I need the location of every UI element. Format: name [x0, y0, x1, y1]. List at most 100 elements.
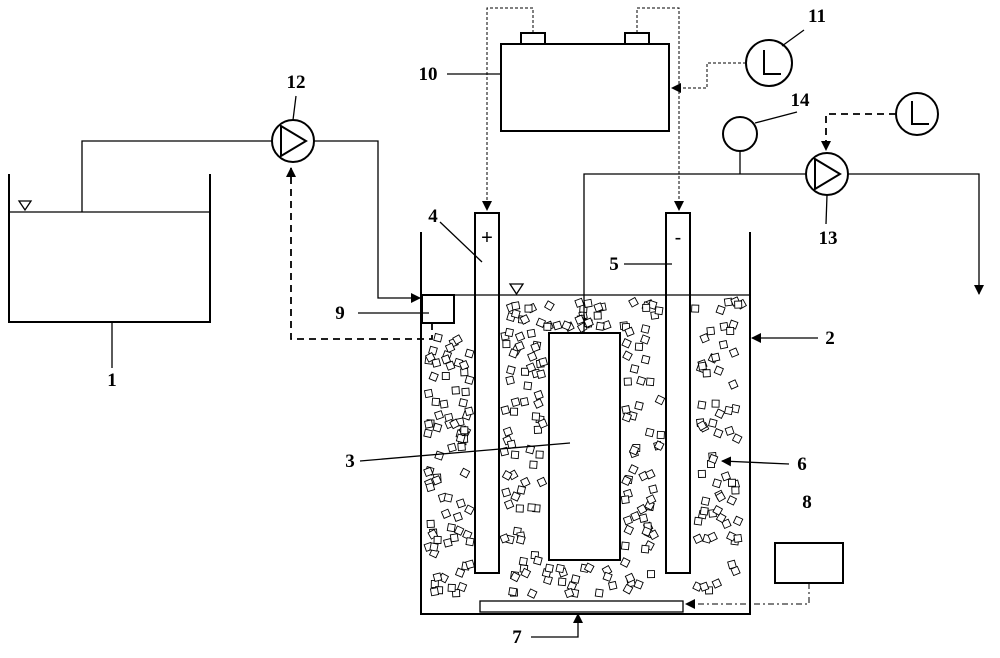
clock-icon [911, 101, 929, 125]
packing-particle [423, 388, 434, 399]
packing-particle [620, 495, 630, 505]
packing-particle [697, 400, 707, 410]
packing-particle [533, 398, 544, 409]
packing-particle [619, 557, 631, 568]
packing-particle [622, 515, 633, 526]
packing-particle [455, 498, 466, 509]
packing-particle [712, 505, 724, 516]
timer-13-signal [821, 113, 896, 151]
packing-particle [510, 397, 521, 407]
timer-pump-13 [895, 92, 939, 136]
packing-particle [434, 450, 445, 461]
packing-particle [646, 570, 656, 579]
controller-8-signal [685, 583, 810, 609]
packing-particle [516, 485, 527, 495]
packing-particle [642, 303, 651, 312]
packing-particle [530, 342, 541, 353]
packing-particle [526, 328, 536, 338]
packing-particle [511, 301, 521, 311]
packing-particle [423, 428, 433, 439]
label-13: 13 [819, 228, 838, 249]
packing-particle [508, 587, 518, 597]
packing-particle [425, 482, 436, 493]
packing-particle [570, 574, 581, 584]
anode-sign: + [481, 227, 493, 249]
packing-particle [502, 426, 513, 437]
packing-particle [621, 475, 632, 487]
packing-particle [444, 342, 456, 354]
packing-particle [644, 427, 655, 438]
packing-particles [423, 296, 747, 599]
packing-particle [557, 577, 567, 587]
packing-particle [697, 469, 706, 478]
packing-particle [564, 587, 575, 599]
label-8: 8 [802, 492, 812, 513]
label-12: 12 [287, 72, 306, 93]
packing-particle [732, 515, 744, 527]
packing-particle [711, 578, 723, 589]
packing-particle [443, 493, 453, 503]
packing-particle [452, 511, 463, 522]
pump-12 [271, 119, 315, 163]
anode-wire [482, 7, 534, 211]
label-5: 5 [609, 254, 619, 275]
label-10: 10 [419, 64, 438, 85]
packing-particle [629, 364, 640, 374]
packing-particle [446, 523, 456, 533]
packing-particle [595, 321, 605, 331]
packing-particle [628, 464, 639, 475]
packing-particle [514, 331, 526, 342]
label-2: 2 [825, 328, 835, 349]
packing-particle [654, 394, 666, 406]
packing-particle [510, 491, 521, 502]
pump-13 [805, 152, 849, 196]
power-supply-10 [500, 32, 670, 132]
feed-pipe [81, 140, 421, 303]
packing-particle [527, 503, 536, 512]
packing-particle [501, 487, 512, 498]
packing-particle [700, 496, 711, 506]
packing-particle [440, 354, 452, 365]
packing-particle [630, 511, 641, 522]
packing-particle [728, 347, 740, 358]
packing-particle [624, 326, 635, 337]
packing-particle [454, 567, 466, 578]
packing-particle [451, 386, 460, 395]
packing-particle [728, 379, 739, 390]
packing-particle [527, 351, 538, 362]
packing-particle [433, 535, 442, 544]
packing-particle [622, 583, 634, 595]
packing-particle [710, 352, 721, 363]
timer-11-signal [671, 62, 746, 93]
controller-8 [774, 542, 844, 584]
pump-icon [280, 124, 308, 158]
packing-particle [515, 504, 524, 513]
packing-particle [624, 572, 636, 584]
pointer-particles [721, 456, 790, 467]
packing-particle [621, 405, 631, 415]
packing-particle [731, 433, 743, 444]
packing-particle [544, 300, 555, 312]
packing-particle [726, 326, 735, 336]
packing-particle [639, 334, 651, 345]
packing-particle [536, 369, 546, 380]
packing-particle [622, 350, 633, 362]
packing-particle [523, 381, 533, 391]
packing-particle [719, 321, 729, 332]
packing-particle [621, 412, 633, 423]
packing-particle [508, 348, 519, 359]
packing-particle [526, 588, 538, 599]
packing-particle [645, 469, 656, 480]
packing-particle [500, 405, 511, 415]
packing-particle [533, 425, 543, 434]
packing-particle [525, 362, 537, 373]
effluent-pipe [848, 173, 984, 295]
packing-particle [634, 401, 644, 411]
packing-particle [464, 375, 475, 385]
packing-particle [519, 314, 531, 325]
feed-tank [8, 174, 211, 323]
packing-particle [708, 418, 718, 428]
packing-particle [730, 565, 741, 577]
packing-particle [424, 419, 434, 429]
